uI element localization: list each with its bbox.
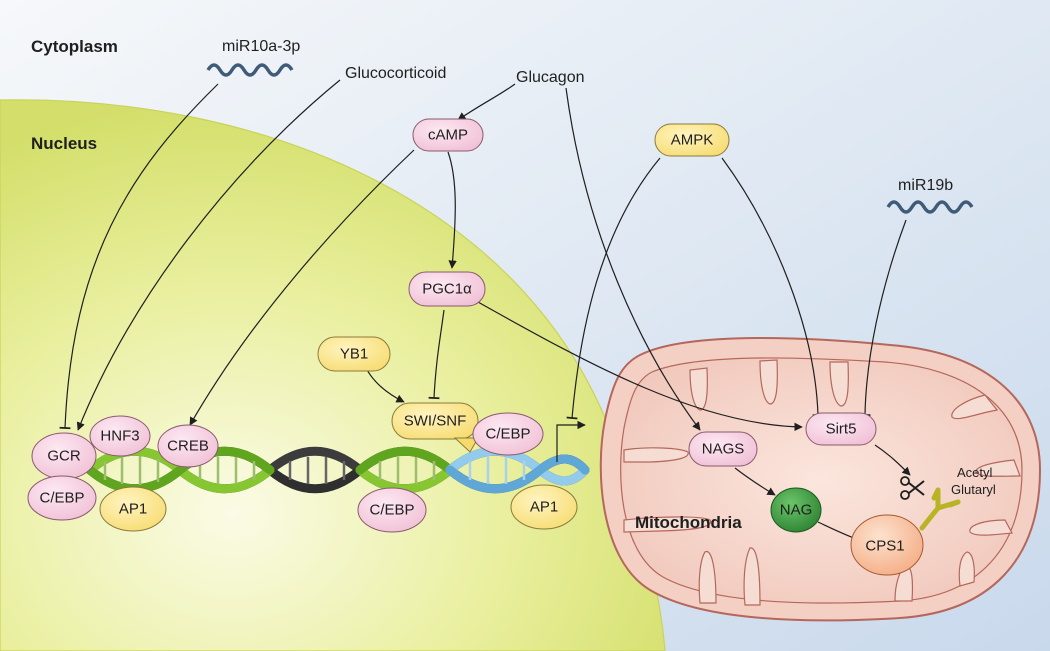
ap1-left-label: AP1	[119, 501, 147, 518]
hnf3-label: HNF3	[100, 428, 139, 445]
nag-node: NAG	[770, 487, 822, 533]
glutaryl-label: Glutaryl	[951, 482, 996, 497]
glucocorticoid-label: Glucocorticoid	[345, 65, 446, 82]
nags-label: NAGS	[702, 441, 745, 458]
mir10a-squiggle-icon	[206, 63, 294, 77]
ap1-right-label: AP1	[530, 499, 558, 516]
glucagon-label: Glucagon	[516, 69, 585, 86]
pathway-connections	[59, 79, 911, 543]
yb1-label: YB1	[340, 346, 368, 363]
creb-label: CREB	[167, 438, 209, 455]
cebp-mid-label: C/EBP	[369, 502, 414, 519]
cebp-top-node: C/EBP	[472, 412, 544, 456]
cytoplasm-title: Cytoplasm	[31, 37, 118, 56]
gcr-node: GCR	[31, 432, 97, 480]
cebp-left-node: C/EBP	[27, 475, 97, 521]
nags-node: NAGS	[688, 431, 758, 467]
yb1-node: YB1	[317, 336, 391, 372]
nag-label: NAG	[780, 502, 813, 519]
mir10a-label: miR10a-3p	[222, 38, 300, 55]
mir19b-label: miR19b	[898, 177, 953, 194]
swisnf-label: SWI/SNF	[404, 413, 467, 430]
swisnf-node: SWI/SNF	[391, 402, 479, 453]
pgc1a-label: PGC1α	[422, 281, 472, 298]
dna-helix	[85, 446, 590, 494]
mitochondrion	[599, 336, 1042, 622]
acetyl-label: Acetyl	[957, 465, 993, 480]
camp-node: cAMP	[412, 118, 484, 152]
scissors-icon	[900, 476, 925, 500]
sirt5-label: Sirt5	[826, 421, 857, 438]
cps1-label: CPS1	[865, 538, 904, 555]
pgc1a-node: PGC1α	[408, 271, 486, 307]
ampk-label: AMPK	[671, 132, 714, 149]
ap1-left-node: AP1	[99, 486, 167, 532]
mitochondria-title: Mitochondria	[635, 513, 742, 532]
camp-label: cAMP	[428, 127, 468, 144]
cebp-left-label: C/EBP	[39, 490, 84, 507]
sirt5-node: Sirt5	[805, 412, 877, 446]
nucleus-title: Nucleus	[31, 134, 97, 153]
cps1-node: CPS1	[850, 514, 924, 576]
hnf3-node: HNF3	[89, 415, 151, 457]
gcr-label: GCR	[47, 448, 81, 465]
creb-node: CREB	[157, 424, 219, 468]
cebp-top-label: C/EBP	[485, 426, 530, 443]
acyl-group-tips-icon	[931, 487, 961, 508]
ampk-node: AMPK	[654, 123, 730, 157]
mir19b-squiggle-icon	[886, 200, 974, 214]
ap1-right-node: AP1	[510, 484, 578, 530]
cebp-mid-node: C/EBP	[357, 487, 427, 533]
